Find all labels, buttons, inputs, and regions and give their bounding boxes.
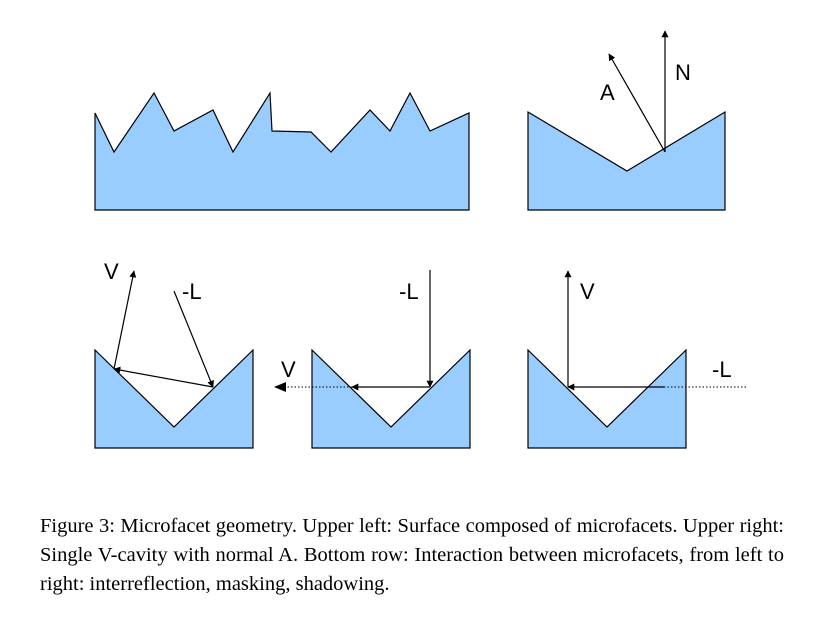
view-v-label: V	[281, 357, 296, 382]
light-l-label: -L	[182, 279, 202, 304]
shadowing-cavity	[527, 348, 687, 449]
v-cavity-panel: A N	[527, 30, 726, 211]
rough-microfacet-surface	[94, 91, 470, 211]
interreflection-panel: V -L	[94, 259, 254, 449]
v-cavity-surface	[527, 110, 726, 211]
light-l-label: -L	[399, 279, 419, 304]
masking-cavity	[311, 348, 471, 449]
incoming-light-ray	[173, 290, 214, 388]
view-direction-ray	[113, 270, 137, 370]
vector-a-label: A	[600, 80, 615, 105]
light-l-label: -L	[712, 357, 732, 382]
interreflected-ray	[113, 366, 214, 388]
masked-ray-arrowhead	[274, 382, 286, 392]
shadowing-panel: V -L	[527, 270, 746, 449]
vector-a-arrow	[608, 53, 666, 153]
figure-caption: Figure 3: Microfacet geometry. Upper lef…	[40, 515, 784, 595]
normal-n-label: N	[675, 60, 691, 85]
view-v-label: V	[104, 259, 119, 284]
view-v-label: V	[580, 279, 595, 304]
interreflection-cavity	[94, 348, 254, 449]
masking-panel: -L V	[274, 270, 471, 449]
rough-surface-panel	[94, 91, 470, 211]
microfacet-figure: A N V -L -L V V -L	[94, 30, 746, 449]
